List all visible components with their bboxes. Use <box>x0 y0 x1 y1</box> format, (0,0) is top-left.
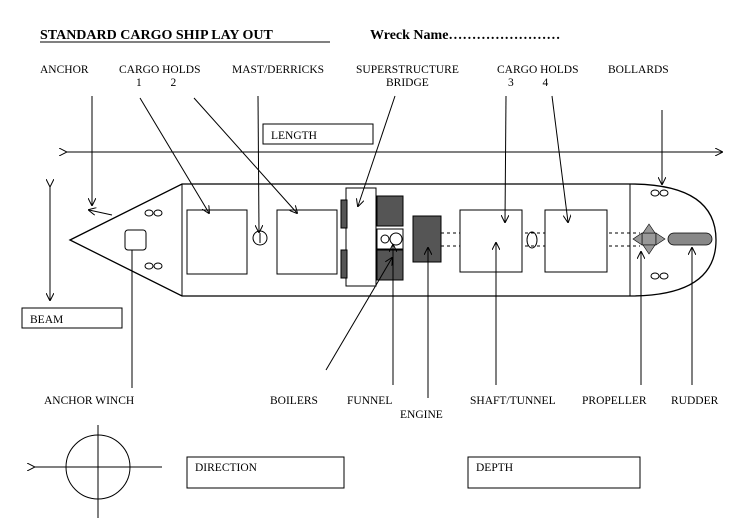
engine <box>412 215 442 263</box>
bow-bollards-top <box>144 209 163 217</box>
label-cargo-holds-3-4: CARGO HOLDS <box>497 64 578 76</box>
cargo-hold-1 <box>186 209 248 275</box>
label-hold-numbers-1-2: 1 2 <box>136 77 177 89</box>
label-engine: ENGINE <box>400 409 443 421</box>
boiler-bottom <box>376 249 404 281</box>
leader-boilers <box>325 258 392 371</box>
bridge-wing-top <box>340 199 348 229</box>
depth-box <box>467 456 641 489</box>
stern-bollards-bottom <box>650 272 669 280</box>
leader-cargo-hold-3 <box>505 95 506 222</box>
leader-cargo-hold-2 <box>193 97 297 213</box>
label-direction: DIRECTION <box>195 462 258 474</box>
label-rudder: RUDDER <box>671 395 719 407</box>
label-mast-derricks: MAST/DERRICKS <box>232 64 324 76</box>
beam-box <box>21 307 123 329</box>
anchor-winch <box>124 229 147 251</box>
label-bollards: BOLLARDS <box>608 64 669 76</box>
bow-bollards-bottom <box>144 262 163 270</box>
label-beam: BEAM <box>30 314 63 326</box>
wreck-name-field: Wreck Name…………………… <box>370 28 560 43</box>
anchor-pointer <box>89 210 113 216</box>
label-hold-numbers-3-4: 3 4 <box>508 77 549 89</box>
label-superstructure: SUPERSTRUCTURE <box>356 64 459 76</box>
leader-mast <box>258 95 259 232</box>
leader-cargo-hold-1 <box>139 97 209 213</box>
compass-symbol <box>34 425 162 518</box>
label-shaft-tunnel: SHAFT/TUNNEL <box>470 395 556 407</box>
cargo-hold-3 <box>459 209 523 273</box>
label-boilers: BOILERS <box>270 395 318 407</box>
propeller <box>632 223 666 255</box>
superstructure-bridge <box>345 187 377 287</box>
label-anchor-winch: ANCHOR WINCH <box>44 395 134 407</box>
label-bridge: BRIDGE <box>386 77 429 89</box>
ship-hull <box>68 183 717 297</box>
direction-box <box>186 456 345 489</box>
stern-bollards-top <box>650 189 669 197</box>
leader-cargo-hold-4 <box>551 95 568 222</box>
label-length: LENGTH <box>271 130 317 142</box>
label-propeller: PROPELLER <box>582 395 647 407</box>
aft-mast <box>526 231 538 249</box>
cargo-hold-2 <box>276 209 338 275</box>
rudder <box>667 232 713 246</box>
page-title: STANDARD CARGO SHIP LAY OUT <box>40 28 274 43</box>
leader-superstructure <box>358 95 396 206</box>
label-anchor: ANCHOR <box>40 64 89 76</box>
label-depth: DEPTH <box>476 462 513 474</box>
length-box <box>262 123 374 145</box>
funnel-inner <box>380 234 390 244</box>
label-cargo-holds-1-2: CARGO HOLDS <box>119 64 200 76</box>
boiler-top <box>376 195 404 227</box>
cargo-hold-4 <box>544 209 608 273</box>
label-funnel: FUNNEL <box>347 395 392 407</box>
bridge-wing-bottom <box>340 249 348 279</box>
